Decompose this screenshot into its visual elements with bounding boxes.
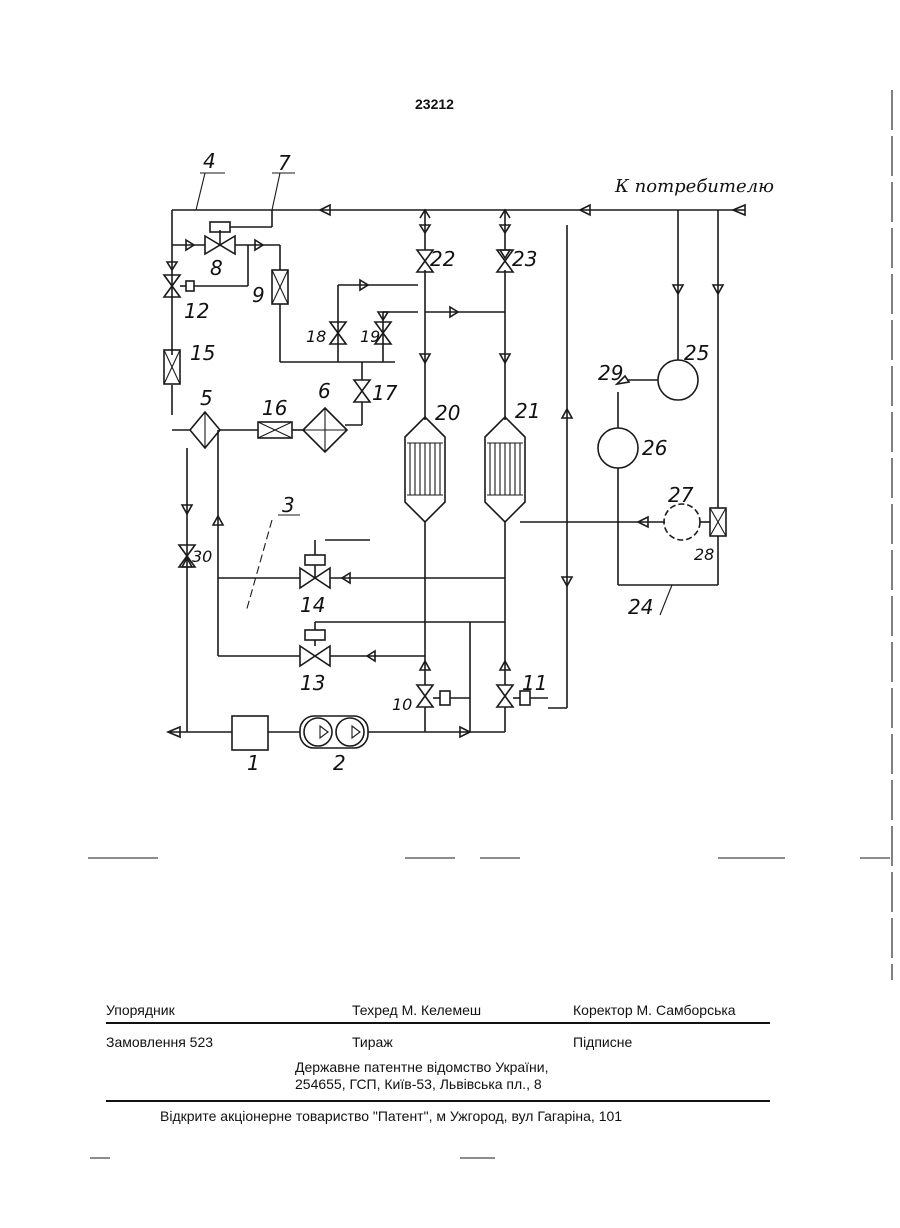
item-label-7: 7 [278,151,291,175]
item-label-29: 29 [598,361,623,385]
item-label-26: 26 [642,436,667,460]
footer-rule-top [106,1022,770,1024]
item-label-9: 9 [252,283,265,307]
valve-13 [300,622,505,666]
valve-8-assembly [172,210,280,258]
item-label-4: 4 [203,149,216,173]
footer-order: Замовлення 523 [106,1034,213,1050]
item-label-10: 10 [392,695,412,714]
return-and-right-lines [368,225,665,737]
item-label-16: 16 [262,396,287,420]
footer-subscription: Підписне [573,1034,632,1050]
item-labels: 1234567891011121314151617181920212223242… [184,149,714,775]
item-label-28: 28 [694,545,714,564]
adsorber-21 [425,210,548,732]
lower-left-pipes [168,430,300,737]
footer-publisher-line2: 254655, ГСП, Київ-53, Львівська пл., 8 [295,1076,542,1092]
page-number: 23212 [415,96,454,112]
compressor-unit [232,716,368,750]
leader-4-7 [196,173,295,210]
item-label-18: 18 [306,327,326,346]
item-label-5: 5 [200,386,213,410]
item-label-13: 13 [300,671,325,695]
item-label-12: 12 [184,299,209,323]
item-label-22: 22 [430,247,455,271]
footer-rule-bottom [106,1100,770,1102]
item-label-27: 27 [668,483,694,507]
footer-circulation: Тираж [352,1034,393,1050]
scan-marks [88,90,892,1158]
main-header-line [172,205,745,215]
item-label-23: 23 [512,247,537,271]
item-label-19: 19 [360,327,380,346]
item-label-8: 8 [210,256,223,280]
footer-printer: Відкрите акціонерне товариство "Патент",… [160,1108,622,1124]
item-label-2: 2 [333,751,346,775]
footer-techred: Техред М. Келемеш [352,1002,481,1018]
valve-14 [300,540,505,588]
item-label-25: 25 [684,341,709,365]
footer-publisher-line1: Державне патентне відомство України, [295,1059,549,1075]
item-label-6: 6 [318,379,331,403]
item-label-14: 14 [300,593,325,617]
item-label-21: 21 [515,399,540,423]
footer-corrector: Коректор М. Самборська [573,1002,736,1018]
item-label-20: 20 [435,401,460,425]
item-label-1: 1 [247,751,260,775]
item-label-11: 11 [522,671,547,695]
footer-compiler: Упорядник [106,1002,175,1018]
item-label-17: 17 [372,381,398,405]
item-label-3: 3 [282,493,295,517]
item-label-30: 30 [192,547,212,566]
leader-3 [246,515,300,612]
item-label-15: 15 [190,341,215,365]
item-label-24: 24 [628,595,653,619]
adsorber-20 [405,210,470,732]
consumer-label: К потребителю [614,176,774,197]
